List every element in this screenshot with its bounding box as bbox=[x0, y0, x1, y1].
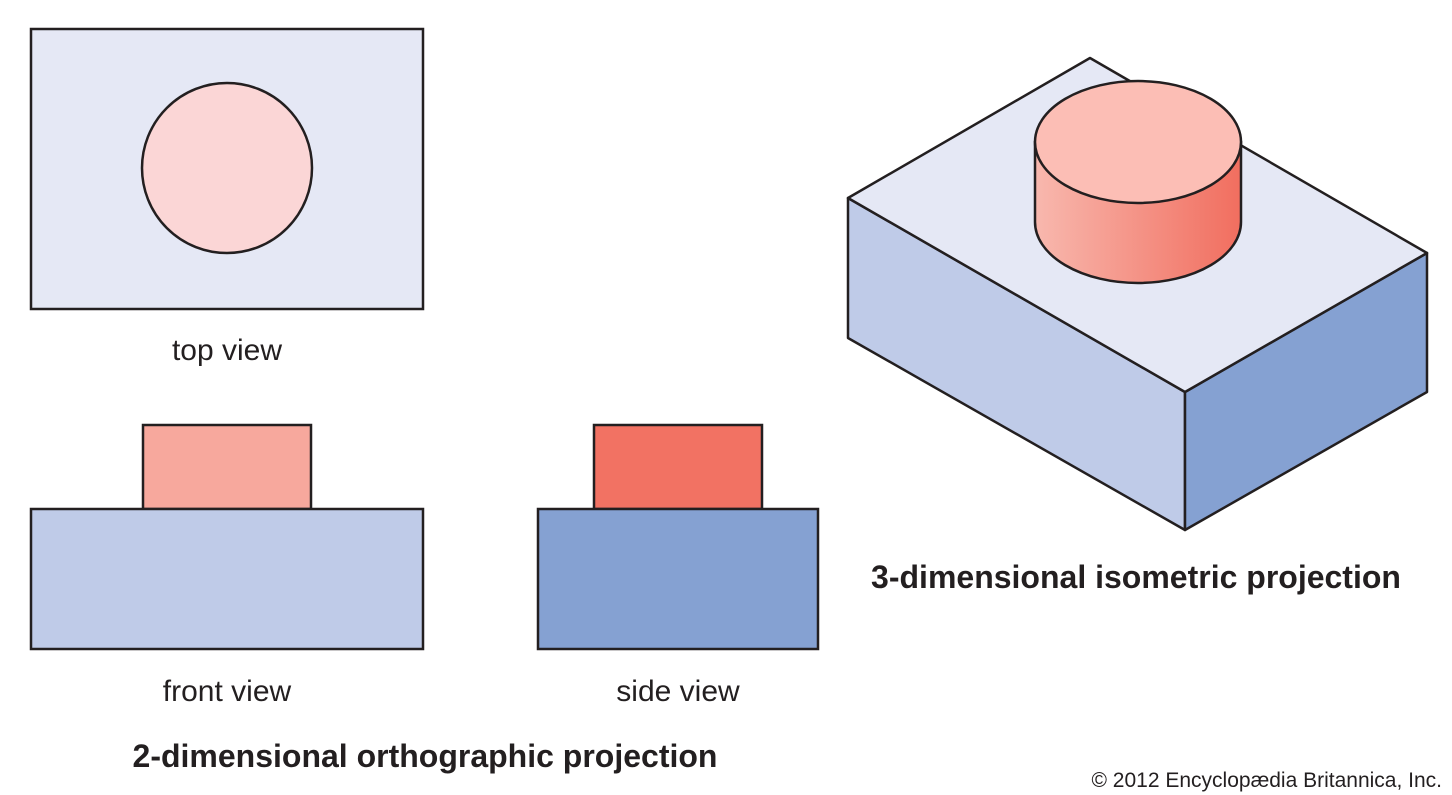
front-view-base bbox=[29, 507, 425, 651]
front-view-drawing bbox=[29, 423, 425, 651]
front-view-cylinder bbox=[141, 423, 313, 511]
top-view-label: top view bbox=[171, 334, 283, 367]
orthographic-projection-caption: 2-dimensional orthographic projection bbox=[132, 738, 718, 774]
isometric-projection-caption: 3-dimensional isometric projection bbox=[871, 559, 1401, 595]
side-view-drawing bbox=[536, 423, 820, 651]
front-view-label: front view bbox=[162, 675, 292, 708]
copyright-credit: © 2012 Encyclopædia Britannica, Inc. bbox=[1091, 769, 1443, 792]
side-view-base bbox=[536, 507, 820, 651]
isometric-drawing bbox=[846, 56, 1429, 532]
top-view-cylinder bbox=[140, 81, 314, 255]
side-view-cylinder bbox=[592, 423, 764, 511]
iso-cylinder-top bbox=[1033, 79, 1243, 205]
top-view-drawing bbox=[29, 27, 425, 311]
side-view-label: side view bbox=[616, 675, 740, 708]
